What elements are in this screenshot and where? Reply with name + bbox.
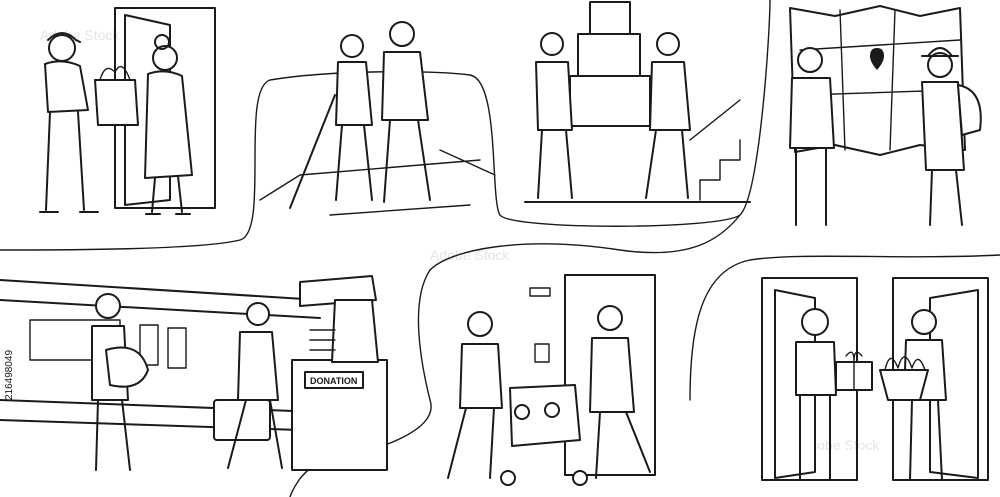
mother-head [597,305,623,331]
courier-legs [39,111,99,213]
old-man-head [656,32,680,56]
scene-map-directions [789,5,982,226]
scene-train-platform [0,279,321,471]
woman-body [535,61,573,131]
woman-head [95,293,121,319]
lady-legs [145,175,191,215]
location-pin-icon [870,48,884,70]
intercom-icon [534,343,550,363]
neighbour-right-head [911,309,937,335]
local-legs [795,147,827,226]
twin-stroller [509,384,581,447]
helper-body [381,51,429,121]
neighbour-right-legs [909,399,943,481]
mother-legs [595,411,651,479]
man-body [459,343,503,409]
tourist-body [921,81,965,171]
open-door-right [929,289,979,479]
donation-label-text: DONATION [310,376,357,386]
flower-basket [879,369,929,401]
stroller-wheel [572,470,588,486]
box-middle [577,33,641,77]
door-frame [564,274,656,476]
blind-man-body [335,61,373,126]
man-head [246,302,270,326]
helper-head [389,21,415,47]
crosswalk [259,149,496,216]
woman-legs [95,399,131,471]
neighbour-left-body [795,341,837,396]
man-head [467,311,493,337]
folded-clothes [309,329,336,351]
suitcase [213,399,271,441]
food-sack [105,346,149,388]
neighbour-left-legs [799,394,831,481]
grocery-bag [94,79,139,126]
courier-head [48,34,76,62]
scene-stroller-help [447,274,656,486]
map-streets [799,9,961,151]
old-man-legs [645,129,689,199]
box-bottom [569,75,651,127]
train-window [139,324,159,366]
scene-moving-boxes [524,1,751,203]
watermark: Adobe Stock [430,247,510,263]
box-top [589,1,631,35]
baby-head [544,402,560,418]
flowers [884,356,926,371]
blind-man-legs [335,124,373,201]
man-legs [227,399,283,469]
donated-coat [331,299,379,363]
blind-man-head [340,34,364,58]
donation-label [304,371,364,389]
lady-dress [144,70,193,179]
mother-body [589,337,635,413]
local-body [789,77,835,149]
scene-guiding-blind [259,21,496,216]
woman-legs [537,129,573,199]
neighbour-left-head [801,308,829,336]
baby-head [514,404,530,420]
old-man-body [649,61,691,131]
white-cane [289,94,336,209]
watermark: Adobe Stock [800,437,880,453]
train-roof [0,279,321,319]
gift-bow [845,351,863,391]
lady-head [152,45,178,71]
tourist-legs [929,169,963,226]
hair-bun [154,34,170,50]
woman-head [540,32,564,56]
helper-legs [383,119,431,203]
backpack [957,84,982,136]
man-legs [447,407,495,479]
courier-shirt [44,60,89,113]
bag-items [99,65,131,81]
scene-neighbours-gifts [761,277,989,481]
cap [47,32,81,43]
stock-id-text: 216498049 [4,350,15,400]
wall-sign [529,287,551,297]
scene-donation-box: DONATION [291,275,388,471]
stroller-wheel [500,470,516,486]
tourist-hat [921,47,959,57]
scene-grocery-delivery [39,7,216,215]
stairs [699,139,741,201]
man-body [237,331,279,401]
local-head [797,47,823,73]
box-lid [299,275,377,307]
train-window [167,327,187,369]
tourist-head [927,52,953,78]
railing [689,99,741,141]
